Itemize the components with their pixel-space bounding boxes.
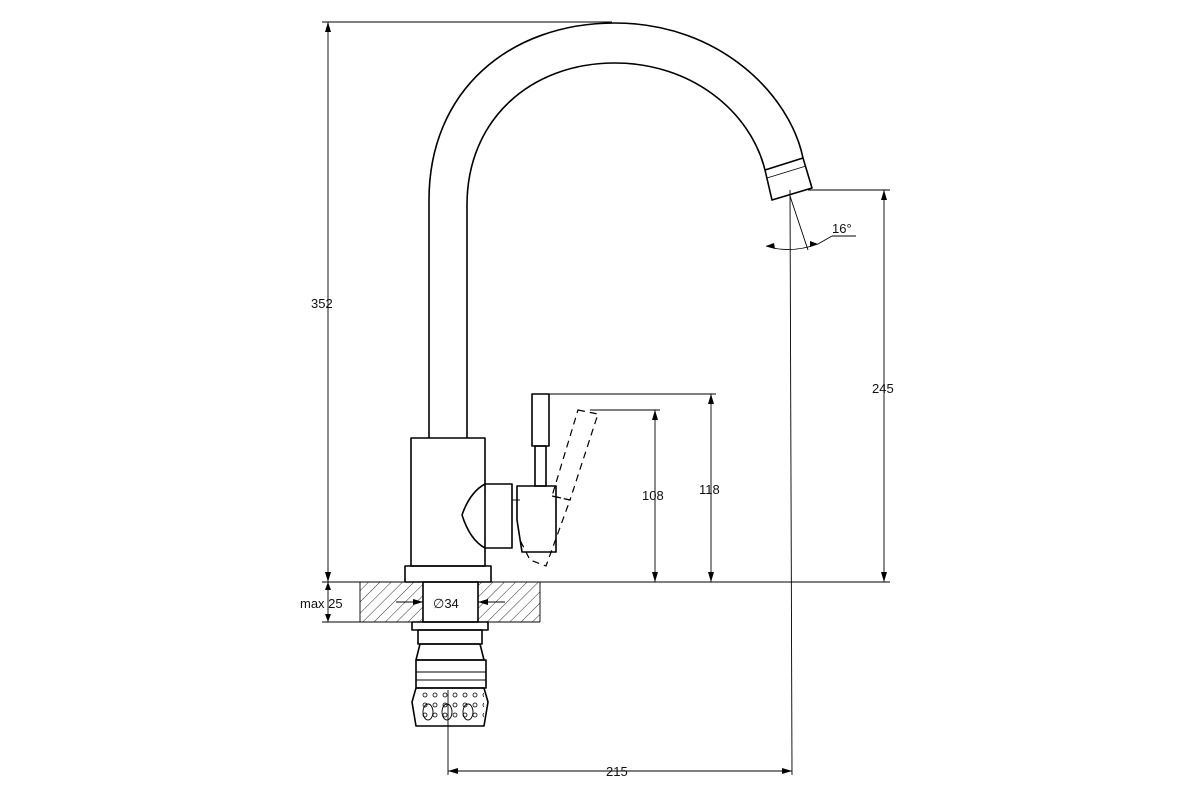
lever-handle — [512, 393, 557, 553]
spout-angle-label: 16° — [832, 221, 852, 236]
lever-height-high-label: 118 — [699, 482, 720, 497]
dimension-spout-height: 245 — [872, 190, 894, 582]
dimension-spout-angle: 16° — [765, 195, 856, 251]
lever-handle-open-position — [519, 409, 599, 567]
dimension-counter-thickness: max 25 — [300, 582, 343, 622]
dimension-lever-height-high: 118 — [699, 394, 720, 582]
counter-thickness-label: max 25 — [300, 596, 343, 611]
dimension-total-height: 352 — [311, 22, 333, 582]
dimension-lever-height-low: 108 — [642, 410, 664, 582]
mounting-nut — [411, 581, 489, 727]
lever-height-low-label: 108 — [642, 488, 664, 503]
hole-diameter-label: ∅34 — [433, 596, 459, 611]
extension-lines — [322, 21, 890, 776]
faucet-body — [404, 437, 513, 583]
spout-height-label: 245 — [872, 381, 894, 396]
total-height-label: 352 — [311, 296, 333, 311]
dimension-spout-reach: 215 — [448, 764, 792, 779]
spout-reach-label: 215 — [606, 764, 628, 779]
faucet-spout — [428, 22, 813, 438]
dimension-hole-diameter: ∅34 — [396, 596, 505, 611]
